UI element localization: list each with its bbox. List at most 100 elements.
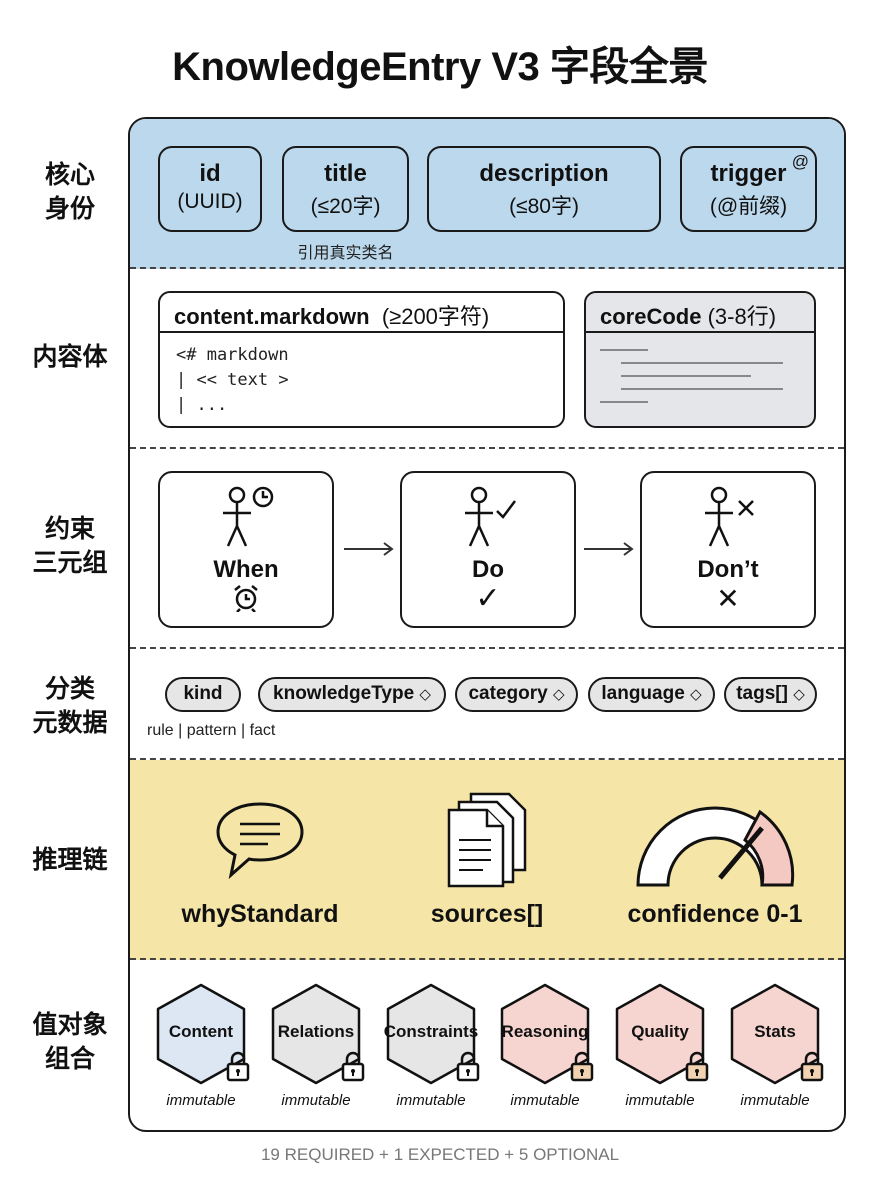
value-object-reasoning: Reasoning bbox=[497, 982, 594, 1086]
markdown-sample: <# markdown | << text > | ... bbox=[160, 333, 563, 426]
field-id: id (UUID) bbox=[158, 146, 262, 232]
stick-figure-cross-icon bbox=[705, 486, 754, 547]
immutable-label: immutable bbox=[396, 1092, 466, 1109]
hexagon-shape bbox=[386, 983, 476, 1085]
value-object-name: Relations bbox=[277, 1022, 355, 1041]
row-label-reasoning: 推理链 bbox=[32, 846, 108, 874]
code-line: | ... bbox=[176, 395, 228, 415]
diamond-icon: ◇ bbox=[690, 686, 702, 703]
constraint-dont: Don’t ✕ bbox=[640, 471, 816, 628]
pill-label: category bbox=[468, 683, 548, 704]
pill-tags: tags[] ◇ bbox=[724, 677, 817, 712]
hexagon-shape bbox=[156, 983, 246, 1085]
field-name: title bbox=[324, 160, 367, 187]
code-line: <# markdown bbox=[176, 345, 289, 365]
lock-icon bbox=[570, 1051, 594, 1082]
value-object-relations: Relations bbox=[268, 982, 365, 1086]
constraint-do: Do ✓ bbox=[400, 471, 576, 628]
field-description: description (≤80字) bbox=[427, 146, 661, 232]
pill-language: language ◇ bbox=[588, 677, 715, 712]
content-markdown-box: content.markdown (≥200字符) <# markdown | … bbox=[158, 291, 565, 428]
pill-label: language bbox=[601, 683, 685, 704]
field-note: (≤20字) bbox=[310, 195, 381, 218]
core-code-box: coreCode (3-8行) bbox=[584, 291, 816, 428]
immutable-label: immutable bbox=[281, 1092, 351, 1109]
dont-label: Don’t bbox=[697, 556, 759, 583]
field-note: (≤80字) bbox=[509, 195, 579, 218]
hexagon-shape bbox=[615, 983, 705, 1085]
documents-icon bbox=[447, 792, 527, 888]
field-note: (UUID) bbox=[177, 190, 243, 213]
core-code-note: (3-8行) bbox=[707, 304, 777, 329]
constraint-when: When bbox=[158, 471, 334, 628]
immutable-label: immutable bbox=[166, 1092, 236, 1109]
title-hint: 引用真实类名 bbox=[297, 245, 394, 262]
markdown-note: (≥200字符) bbox=[381, 304, 490, 329]
field-title: title (≤20字) bbox=[282, 146, 409, 232]
immutable-label: immutable bbox=[510, 1092, 580, 1109]
lock-icon bbox=[685, 1051, 709, 1082]
page-title: KnowledgeEntry V3 字段全景 bbox=[172, 45, 708, 89]
field-name: id bbox=[199, 160, 221, 187]
arrow-right-icon bbox=[584, 542, 634, 556]
value-object-name: Content bbox=[168, 1022, 234, 1041]
field-name: description bbox=[479, 160, 609, 187]
speech-bubble-icon bbox=[216, 802, 304, 880]
immutable-label: immutable bbox=[625, 1092, 695, 1109]
row-label-constraints: 约束 三元组 bbox=[32, 515, 108, 577]
section-reasoning: whyStandard sources[] confidence 0-1 bbox=[130, 760, 844, 960]
row-label-content: 内容体 bbox=[32, 343, 108, 371]
value-object-name: Stats bbox=[754, 1022, 796, 1041]
pill-knowledge-type: knowledgeType ◇ bbox=[258, 677, 446, 712]
lock-icon bbox=[456, 1051, 480, 1082]
section-identity: id (UUID) title (≤20字) 引用真实类名 descriptio… bbox=[130, 119, 844, 269]
arrow-right-icon bbox=[344, 542, 394, 556]
value-object-name: Reasoning bbox=[501, 1022, 589, 1041]
confidence-label: confidence 0-1 bbox=[627, 900, 803, 928]
code-line: | << text > bbox=[176, 370, 289, 390]
when-label: When bbox=[213, 556, 279, 583]
pill-kind: kind bbox=[165, 677, 241, 712]
cross-icon: ✕ bbox=[716, 583, 740, 614]
diamond-icon: ◇ bbox=[552, 686, 565, 703]
section-metadata: kind knowledgeType ◇ category ◇ language… bbox=[130, 649, 844, 760]
hexagon-shape bbox=[271, 983, 361, 1085]
core-code-name: coreCode bbox=[600, 304, 702, 329]
value-object-quality: Quality bbox=[612, 982, 709, 1086]
value-object-name: Constraints bbox=[383, 1022, 479, 1041]
sources-label: sources[] bbox=[430, 900, 544, 928]
checkmark-icon: ✓ bbox=[475, 582, 501, 615]
diamond-icon: ◇ bbox=[793, 686, 805, 703]
value-object-content: Content bbox=[153, 982, 250, 1086]
hexagon-shape bbox=[500, 983, 590, 1085]
value-object-constraints: Constraints bbox=[383, 982, 480, 1086]
row-label-value-objects: 值对象 组合 bbox=[32, 1011, 108, 1073]
immutable-label: immutable bbox=[740, 1092, 810, 1109]
at-superscript: @ bbox=[791, 152, 809, 171]
hexagon-shape bbox=[730, 983, 820, 1085]
lock-icon bbox=[226, 1051, 250, 1082]
pill-label: knowledgeType bbox=[273, 683, 415, 704]
row-label-identity: 核心 身份 bbox=[44, 161, 95, 223]
markdown-header: content.markdown (≥200字符) bbox=[160, 293, 563, 333]
section-value-objects: Content immutable Relations immutable Constr… bbox=[130, 960, 844, 1130]
value-object-stats: Stats bbox=[727, 982, 824, 1086]
value-object-name: Quality bbox=[631, 1022, 689, 1041]
field-note: (@前缀) bbox=[709, 195, 788, 218]
field-trigger: @ trigger (@前缀) bbox=[680, 146, 817, 232]
row-label-metadata: 分类 元数据 bbox=[32, 675, 108, 737]
section-content: content.markdown (≥200字符) <# markdown | … bbox=[130, 269, 844, 449]
pill-label: tags[] bbox=[736, 683, 788, 704]
stick-figure-clock-icon bbox=[223, 486, 274, 547]
stick-figure-check-icon bbox=[465, 486, 516, 547]
kind-values: rule | pattern | fact bbox=[147, 722, 276, 739]
why-standard-label: whyStandard bbox=[181, 900, 339, 928]
gauge-icon bbox=[636, 806, 795, 887]
diagram-frame: id (UUID) title (≤20字) 引用真实类名 descriptio… bbox=[128, 117, 846, 1132]
alarm-clock-icon bbox=[234, 585, 258, 613]
do-label: Do bbox=[472, 556, 504, 583]
markdown-name: content.markdown bbox=[174, 304, 370, 329]
lock-icon bbox=[800, 1051, 824, 1082]
pill-label: kind bbox=[183, 683, 223, 704]
diamond-icon: ◇ bbox=[419, 686, 431, 703]
